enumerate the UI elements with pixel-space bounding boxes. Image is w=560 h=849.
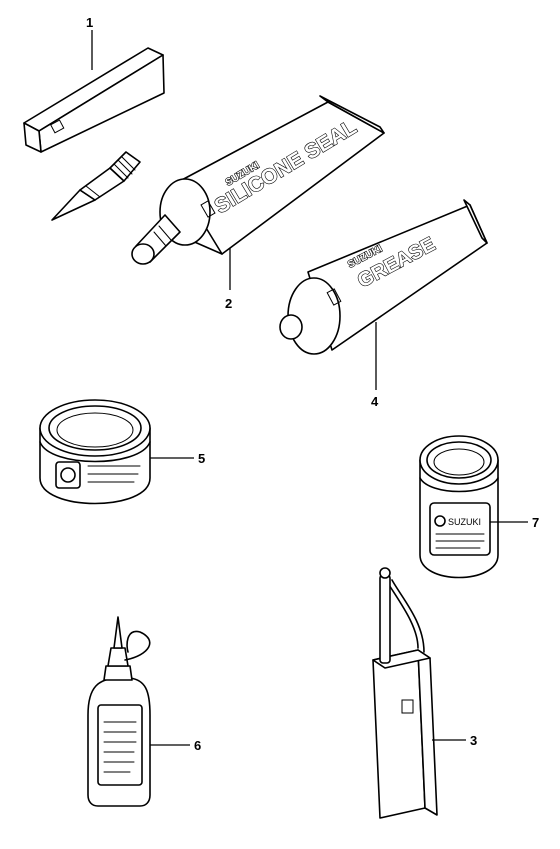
part-3-flat-container: 3 (372, 567, 477, 819)
part-7-tall-can: SUZUKI 7 (419, 435, 539, 579)
can7-brand-label: SUZUKI (448, 517, 481, 527)
callout-3: 3 (470, 733, 477, 748)
part-2-silicone-seal-tube: SUZUKI SILICONE SEAL 2 (131, 95, 385, 311)
callout-5: 5 (198, 451, 205, 466)
callout-2: 2 (225, 296, 232, 311)
callout-1: 1 (86, 15, 93, 30)
part-5-wide-can: 5 (39, 399, 205, 505)
callout-7: 7 (532, 515, 539, 530)
part-6-bottle: 6 (87, 616, 201, 807)
marker-pen (51, 151, 141, 221)
callout-4: 4 (371, 394, 379, 409)
callout-6: 6 (194, 738, 201, 753)
part-4-grease-tube: SUZUKI GREASE 4 (279, 199, 488, 409)
part-1-sealing-block: 1 (23, 15, 165, 153)
